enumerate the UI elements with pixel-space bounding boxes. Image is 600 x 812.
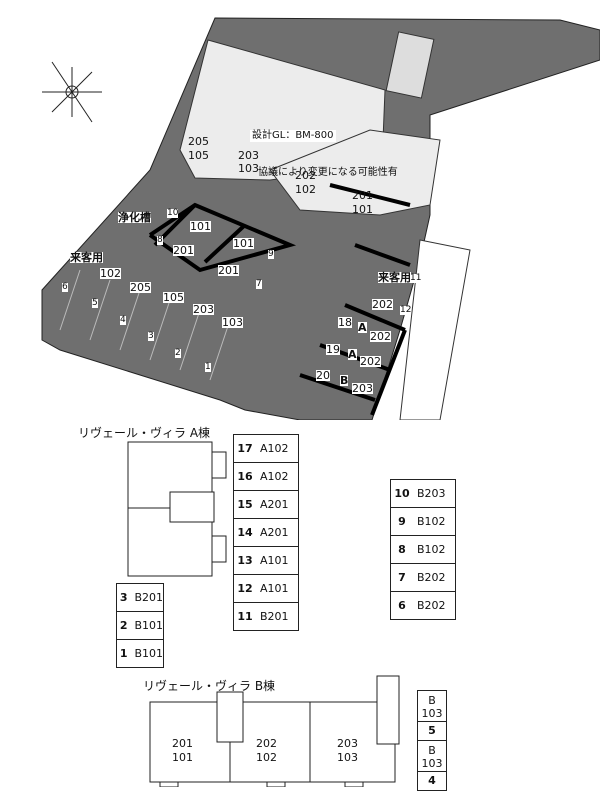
table-row: B 103 (418, 691, 446, 722)
lower-right-sub: 202 (370, 330, 391, 343)
lower-right-unit: A (348, 348, 357, 361)
building-b-side-table: B 103 5 B 103 4 (417, 690, 447, 791)
building-b-unit: 101 (352, 203, 373, 216)
sewage-lot-unit: 201 (218, 264, 239, 277)
building-b-title: リヴェール・ヴィラ B棟 (143, 679, 276, 693)
left-lot-unit: 102 (100, 267, 121, 280)
lower-right-num: 20 (316, 369, 330, 382)
visitor-label-right: 来客用 (378, 271, 411, 284)
sewage-lot-unit: 101 (190, 220, 211, 233)
left-lot-num: 4 (120, 315, 126, 325)
left-lot-lines (59, 269, 231, 381)
left-lot-unit: 203 (193, 303, 214, 316)
lower-right-unit: B (340, 374, 349, 387)
building-b-unit-upper: 202 (256, 737, 277, 750)
left-lot-unit: 205 (130, 281, 151, 294)
building-b-plan (149, 675, 400, 787)
lower-right-num: 19 (326, 343, 340, 356)
building-a-plan (127, 441, 227, 577)
road-strip (399, 239, 471, 420)
table-row: B 103 (418, 741, 446, 772)
site-plan (41, 17, 600, 420)
left-lot-unit: 105 (163, 291, 184, 304)
building-b-unit: 201 (352, 189, 373, 202)
building-b-unit-lower: 102 (256, 751, 277, 764)
building-b-unit-upper: 203 (337, 737, 358, 750)
compass-icon (42, 61, 102, 123)
adjust-note: 協議により変更になる可能性有 (258, 167, 398, 178)
left-lot-num: 2 (175, 348, 181, 358)
left-lot-num: 3 (148, 331, 154, 341)
left-lot-num: 6 (62, 282, 68, 292)
building-a-upper-unit: 205 (188, 135, 209, 148)
sewage-lot-unit: 101 (233, 237, 254, 250)
left-lot-unit: 103 (222, 316, 243, 329)
building-a-upper-unit: 105 (188, 149, 209, 162)
sewage-lot-num: 9 (268, 249, 274, 259)
lower-right-sub: 202 (360, 355, 381, 368)
building-b-unit: 202 (295, 169, 316, 182)
visitor-label-left: 来客用 (70, 251, 103, 264)
lower-right-sub: 203 (352, 382, 373, 395)
building-a-mid-unit: 203 (238, 149, 259, 162)
sewage-lot-num: 7 (256, 279, 262, 289)
design-note: 設計GL：BM-800 (250, 130, 336, 142)
building-a-title: リヴェール・ヴィラ A棟 (78, 426, 211, 440)
building-b-unit-lower: 103 (337, 751, 358, 764)
building-b-unit-lower: 101 (172, 751, 193, 764)
sewage-lot-num: 8 (157, 235, 163, 245)
left-lot-num: 1 (205, 362, 211, 372)
table-row: 4 (428, 774, 436, 787)
right-lot-num: 11 (410, 273, 422, 283)
building-b-unit: 102 (295, 183, 316, 196)
left-lot-num: 5 (92, 298, 98, 308)
sewage-label: 浄化槽 (118, 211, 151, 224)
right-lot-unit: 202 (372, 298, 393, 311)
sewage-lot-unit: 201 (173, 244, 194, 257)
building-a-mid-unit: 103 (238, 162, 259, 175)
building-b-unit-upper: 201 (172, 737, 193, 750)
lower-right-num: 18 (338, 316, 352, 329)
building-block-b (269, 129, 441, 216)
sewage-lot-num: 10 (167, 208, 179, 218)
top-right-structure (385, 31, 435, 99)
table-row: 5 (418, 722, 446, 741)
right-lot-num: 12 (400, 305, 412, 315)
lower-right-unit: A (358, 321, 367, 334)
